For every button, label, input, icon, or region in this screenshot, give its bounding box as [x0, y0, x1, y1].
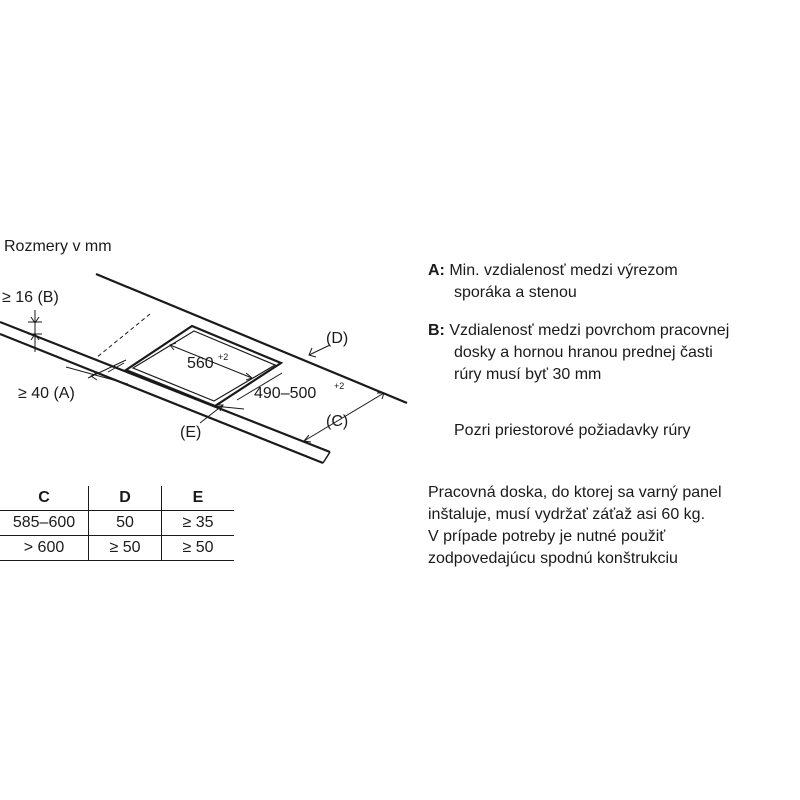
- label-b: ≥ 16 (B): [2, 289, 59, 306]
- note-worktop-line3: V prípade potreby je nutné použiť: [428, 528, 666, 545]
- table-row: 585–600 50 ≥ 35: [0, 510, 234, 536]
- wall-reference-dashed: [95, 313, 151, 359]
- table-cell: ≥ 50: [88, 535, 162, 561]
- dim-depth-tolerance: +2: [334, 381, 344, 391]
- note-b-key: B:: [428, 322, 445, 339]
- diagram-title: Rozmery v mm: [4, 238, 112, 255]
- table-cell: ≥ 50: [161, 535, 234, 561]
- note-worktop-line1: Pracovná doska, do ktorej sa varný panel: [428, 484, 722, 501]
- dim-width-tolerance: +2: [218, 352, 228, 362]
- note-worktop: Pracovná doska, do ktorej sa varný panel…: [428, 482, 722, 570]
- table-cell: 50: [88, 510, 162, 536]
- note-a-line1: Min. vzdialenosť medzi výrezom: [449, 262, 678, 279]
- header-d: D: [88, 486, 162, 511]
- header-e: E: [161, 486, 234, 511]
- worktop-front-edge-top: [0, 320, 331, 454]
- worktop-front-edge-bottom: [0, 332, 324, 465]
- note-b: B: Vzdialenosť medzi povrchom pracovnej …: [428, 320, 729, 386]
- label-e: (E): [180, 424, 201, 441]
- label-c: (C): [326, 413, 348, 430]
- note-a-key: A:: [428, 262, 445, 279]
- table-cell: ≥ 35: [161, 510, 234, 536]
- label-d: (D): [326, 330, 348, 347]
- table-cell: > 600: [0, 535, 89, 561]
- header-c: C: [38, 489, 50, 506]
- note-b-line2: dosky a hornou hranou prednej časti: [454, 344, 713, 361]
- table-row: > 600 ≥ 50 ≥ 50: [0, 535, 234, 561]
- note-b-line1: Vzdialenosť medzi povrchom pracovnej: [449, 322, 730, 339]
- dimension-table: C D E 585–600 50 ≥ 35 > 600 ≥ 50 ≥ 50: [0, 486, 234, 561]
- dim-width: 560: [187, 355, 214, 372]
- note-oven-reference: Pozri priestorové požiadavky rúry: [454, 422, 691, 439]
- note-a: A: Min. vzdialenosť medzi výrezom sporák…: [428, 260, 678, 304]
- worktop-back-edge: [95, 272, 408, 405]
- table-header-row: C D E: [0, 486, 234, 511]
- table-cell: 585–600: [0, 510, 89, 536]
- note-a-line2: sporáka a stenou: [454, 284, 577, 301]
- note-worktop-line4: zodpovedajúcu spodnú konštrukciu: [428, 550, 678, 567]
- label-a: ≥ 40 (A): [18, 385, 75, 402]
- cutout-inner-edge: [131, 330, 277, 402]
- note-b-line3: rúry musí byť 30 mm: [454, 366, 602, 383]
- note-worktop-line2: inštaluje, musí vydržať záťaž asi 60 kg.: [428, 506, 706, 523]
- dim-depth: 490–500: [254, 385, 316, 402]
